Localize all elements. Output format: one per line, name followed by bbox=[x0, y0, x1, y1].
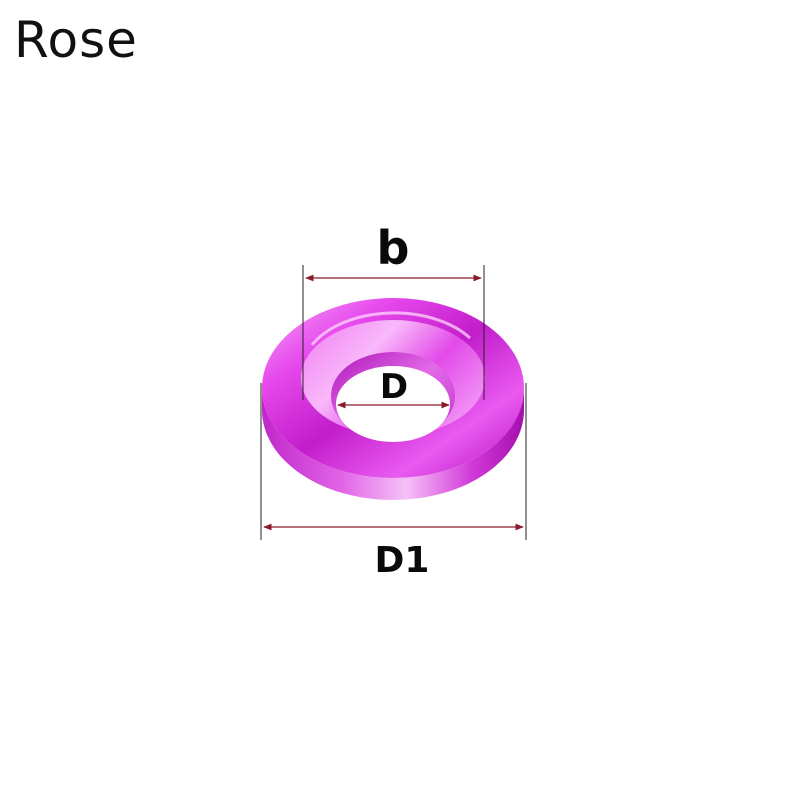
washer-side bbox=[262, 388, 524, 500]
label-b: b bbox=[377, 221, 410, 275]
page-title: Rose bbox=[14, 11, 138, 69]
label-d: D bbox=[380, 367, 408, 407]
washer-highlight bbox=[310, 311, 472, 346]
dimension-d: D bbox=[337, 367, 450, 409]
dimension-b: b bbox=[302, 221, 485, 400]
dimension-d1: D1 bbox=[260, 383, 527, 581]
washer-icon bbox=[262, 298, 524, 500]
label-d1: D1 bbox=[375, 540, 430, 581]
